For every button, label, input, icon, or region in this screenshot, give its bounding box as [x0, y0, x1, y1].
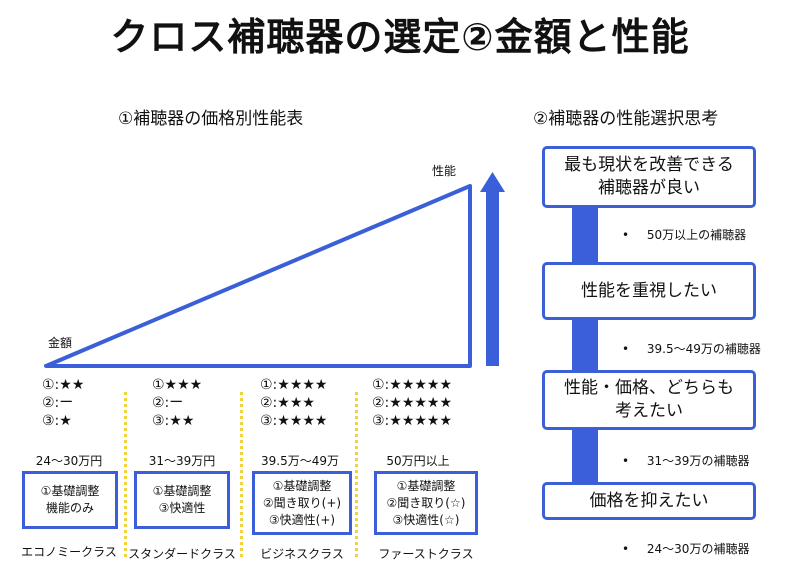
bullet-icon: •: [622, 342, 630, 356]
spec-line: ②聞き取り(☆): [386, 495, 466, 510]
left-section-heading: ①補聴器の価格別性能表: [118, 109, 304, 129]
spec-line: ①基礎調整: [152, 484, 212, 498]
flow-step-line: 価格を抑えたい: [589, 490, 709, 511]
up-arrow-icon: [480, 172, 505, 366]
spec-box-business: ①基礎調整 ②聞き取り(+) ③快適性(+): [252, 471, 352, 535]
rating-list-standard: ①★★★ ②:ー ③:★★: [152, 376, 202, 430]
bullet-icon: •: [622, 228, 630, 242]
flow-note-balance: • 31〜39万の補聴器: [622, 452, 749, 469]
spec-box-economy: ①基礎調整 機能のみ: [22, 471, 118, 529]
rating-row: ②:ー: [42, 395, 74, 411]
rating-list-economy: ①:★★ ②:ー ③:★: [42, 376, 84, 430]
price-axis-label: 金額: [48, 336, 73, 350]
flow-note-text: 24〜30万の補聴器: [646, 542, 750, 556]
rating-row: ②:★★★: [260, 395, 315, 411]
flow-note-performance: • 39.5〜49万の補聴器: [622, 340, 761, 357]
performance-axis-label: 性能: [432, 164, 457, 178]
bullet-icon: •: [622, 542, 630, 556]
bullet-icon: •: [622, 454, 630, 468]
price-range-first: 50万円以上: [386, 454, 450, 468]
column-separator: [124, 392, 127, 557]
class-label-standard: スタンダードクラス: [128, 547, 236, 561]
flow-step-line: 最も現状を改善できる: [564, 155, 734, 175]
flow-note-text: 50万以上の補聴器: [646, 228, 747, 242]
spec-line: ①基礎調整: [40, 484, 100, 498]
column-separator: [240, 392, 243, 557]
flow-note-text: 31〜39万の補聴器: [646, 454, 750, 468]
rating-row: ③:★★: [152, 413, 195, 429]
rating-list-business: ①:★★★★ ②:★★★ ③:★★★★: [260, 376, 327, 430]
rating-list-first: ①:★★★★★ ②:★★★★★ ③:★★★★★: [372, 376, 452, 430]
spec-line: ②聞き取り(+): [262, 495, 342, 510]
spec-line: ①基礎調整: [272, 478, 332, 493]
flow-note-best: • 50万以上の補聴器: [622, 226, 746, 243]
spec-box-first: ①基礎調整 ②聞き取り(☆) ③快適性(☆): [374, 471, 478, 535]
rating-row: ③:★★★★★: [372, 413, 453, 429]
rating-row: ②:★★★★★: [372, 395, 453, 411]
spec-box-standard: ①基礎調整 ③快適性: [134, 471, 230, 529]
class-label-first: ファーストクラス: [378, 547, 474, 561]
flow-step-line: 補聴器が良い: [598, 178, 700, 198]
rating-row: ①:★★★★: [260, 377, 328, 393]
rating-row: ①:★★: [42, 377, 85, 393]
spec-line: ①基礎調整: [396, 478, 456, 493]
class-label-business: ビジネスクラス: [260, 547, 344, 561]
price-range-standard: 31〜39万円: [148, 454, 216, 468]
flow-note-text: 39.5〜49万の補聴器: [646, 342, 761, 356]
rating-row: ①★★★: [152, 377, 203, 393]
rating-row: ①:★★★★★: [372, 377, 453, 393]
flow-step-line: 性能・価格、どちらも: [564, 378, 734, 398]
rating-row: ③:★: [42, 413, 72, 429]
right-section-heading: ②補聴器の性能選択思考: [533, 109, 719, 129]
flow-step-best: 最も現状を改善できる 補聴器が良い: [542, 146, 756, 208]
price-range-business: 39.5万〜49万: [261, 454, 339, 468]
flow-step-line: 考えたい: [615, 401, 683, 421]
flow-step-balance: 性能・価格、どちらも 考えたい: [542, 370, 756, 430]
price-range-economy: 24〜30万円: [35, 454, 103, 468]
class-label-economy: エコノミークラス: [21, 545, 117, 559]
rating-row: ③:★★★★: [260, 413, 328, 429]
flow-step-performance: 性能を重視したい: [542, 262, 756, 320]
page-title: クロス補聴器の選定②金額と性能: [110, 15, 690, 59]
spec-line: ③快適性(+): [268, 512, 336, 527]
column-separator: [355, 392, 358, 557]
flow-connector: [572, 200, 598, 506]
spec-line: ③快適性(☆): [392, 512, 460, 527]
flow-step-price: 価格を抑えたい: [542, 482, 756, 520]
flow-step-line: 性能を重視したい: [581, 280, 717, 301]
spec-line: ③快適性: [158, 501, 206, 515]
spec-line: 機能のみ: [45, 501, 94, 515]
rating-row: ②:ー: [152, 395, 184, 411]
flow-note-price: • 24〜30万の補聴器: [622, 540, 749, 557]
